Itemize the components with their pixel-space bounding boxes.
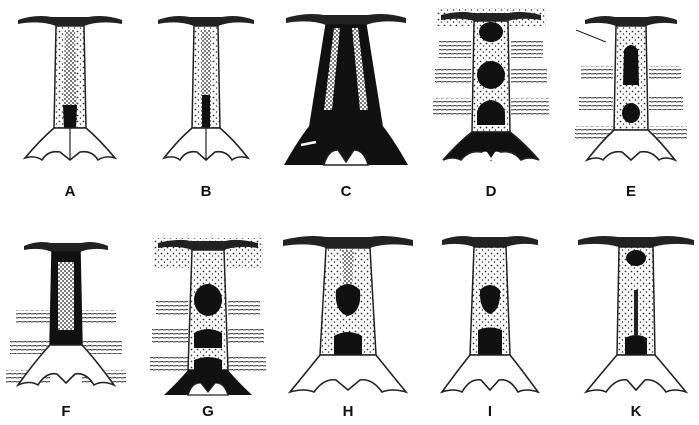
panel-c (284, 14, 408, 165)
panel-k (578, 236, 694, 392)
caption-d: D (486, 183, 497, 200)
caption-k: K (631, 403, 642, 420)
panel-i (442, 236, 538, 392)
panel-e (575, 16, 687, 160)
panel-b (158, 16, 254, 160)
caption-c: C (341, 183, 352, 200)
panel-f (6, 242, 126, 385)
caption-h: H (343, 403, 354, 420)
panel-d (433, 8, 549, 160)
caption-a: A (65, 183, 76, 200)
caption-i: I (488, 403, 492, 420)
caption-f: F (61, 403, 70, 420)
panel-a (18, 16, 122, 160)
panel-g (150, 238, 266, 395)
caption-e: E (626, 183, 636, 200)
caption-g: G (202, 403, 214, 420)
caption-b: B (201, 183, 212, 200)
panel-h (283, 236, 413, 392)
